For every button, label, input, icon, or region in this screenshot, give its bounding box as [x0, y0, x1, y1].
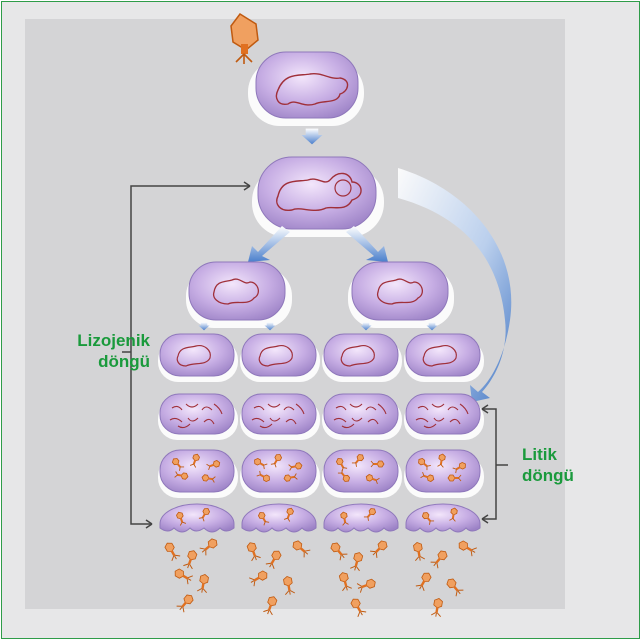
lysing-cell-4: [406, 504, 480, 532]
lysogenic-label-line2: döngü: [34, 351, 150, 372]
assembly-cell-3: [322, 450, 402, 498]
lysogenic-cycle-label: Lizojenik döngü: [34, 330, 150, 372]
lysogen-cell-left: [186, 262, 292, 328]
lytic-label-line1: Litik: [522, 444, 612, 465]
lysing-cell-1: [160, 504, 234, 532]
infecting-phage-icon: [231, 14, 258, 64]
lysogen-cell-right: [348, 262, 454, 328]
assembly-cells-row: [158, 450, 484, 498]
lysing-cell-3: [324, 504, 398, 532]
replicating-cell-2: [240, 394, 320, 440]
assembly-cell-2: [240, 450, 320, 498]
lysogenic-label-line1: Lizojenik: [34, 330, 150, 351]
lytic-label-line2: döngü: [522, 465, 612, 486]
infected-bacterium-cell: [248, 52, 364, 126]
lytic-cycle-bracket: [482, 405, 508, 523]
replicating-cell-4: [404, 394, 484, 440]
prophage-cell: [252, 157, 384, 237]
replicating-cell-1: [158, 394, 238, 440]
assembly-cell-4: [404, 450, 484, 498]
lysogen-cell-row4-1: [158, 334, 238, 382]
replicating-cell-3: [322, 394, 402, 440]
lysogen-cell-row4-2: [240, 334, 320, 382]
lysing-cell-2: [242, 504, 316, 532]
lytic-cycle-label: Litik döngü: [522, 444, 612, 486]
lysogen-cell-row4-4: [404, 334, 484, 382]
replicating-cells-row: [158, 394, 484, 440]
arrow-cell1-to-cell2: [302, 129, 323, 145]
assembly-cell-1: [158, 450, 238, 498]
lysogen-cell-row4-3: [322, 334, 402, 382]
lysing-cells-row: [160, 504, 480, 532]
released-phages: [163, 537, 477, 618]
